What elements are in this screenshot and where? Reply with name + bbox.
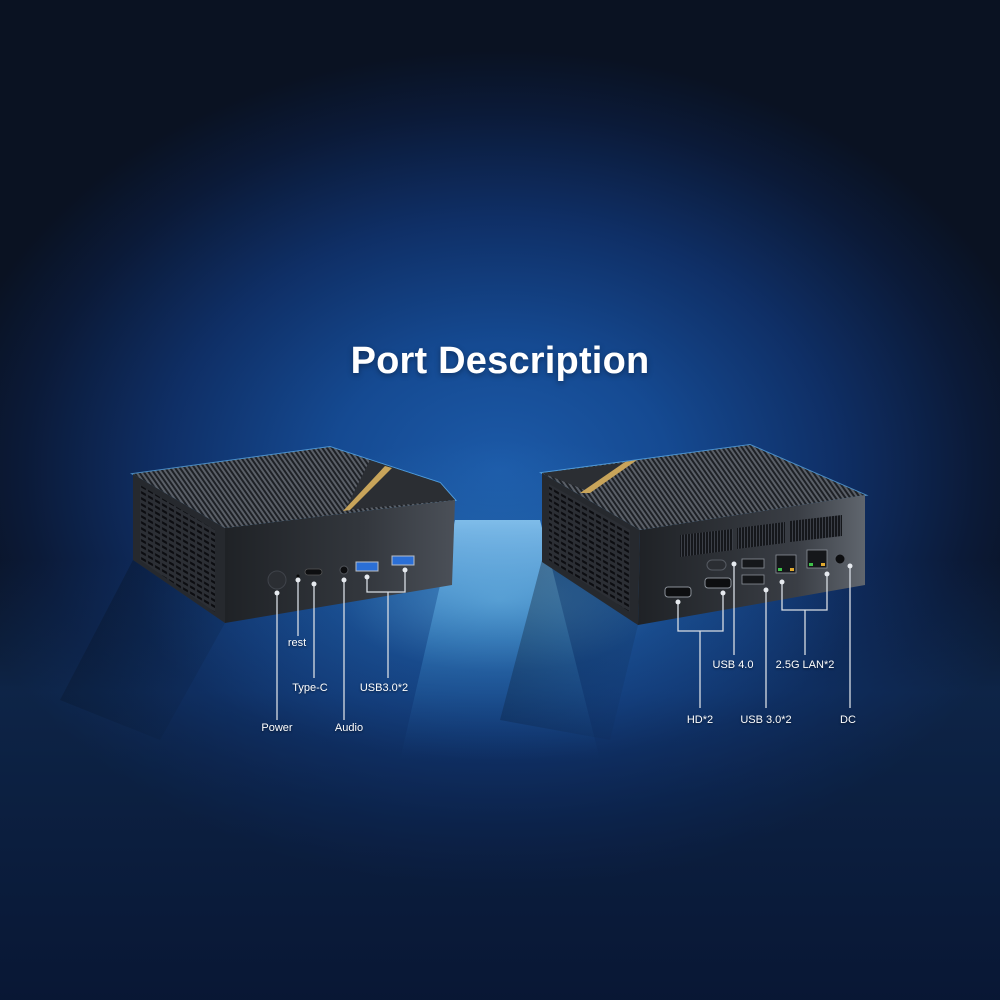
- label-type-c: Type-C: [292, 682, 328, 694]
- callout-lines: [276, 564, 851, 720]
- power-button-icon: [267, 570, 287, 590]
- audio-jack-icon: [339, 565, 349, 575]
- usb-c-port-icon: [706, 559, 727, 571]
- left-device: [130, 445, 458, 623]
- right-device: [538, 443, 869, 625]
- usb-c-port-icon: [304, 568, 323, 576]
- label-hd: HD*2: [686, 714, 714, 726]
- usb-a-port-icon: [355, 561, 379, 572]
- hdmi-port-icon: [704, 577, 732, 589]
- usb-a-port-icon: [741, 558, 765, 569]
- label-usb4: USB 4.0: [712, 659, 754, 671]
- callout-dots: [274, 561, 853, 605]
- usb-a-port-icon: [391, 555, 415, 566]
- label-rest: rest: [287, 637, 307, 649]
- label-usb3-rear: USB 3.0*2: [740, 714, 792, 726]
- label-dc: DC: [840, 714, 856, 726]
- label-audio: Audio: [334, 722, 364, 734]
- hdmi-port-icon: [664, 586, 692, 598]
- usb-a-port-icon: [741, 574, 765, 585]
- label-power: Power: [261, 722, 293, 734]
- reset-pinhole-icon: [296, 574, 300, 578]
- label-usb3-front: USB3.0*2: [359, 682, 409, 694]
- page-title: Port Description: [350, 340, 650, 382]
- label-lan: 2.5G LAN*2: [775, 659, 835, 671]
- dc-jack-icon: [834, 553, 846, 565]
